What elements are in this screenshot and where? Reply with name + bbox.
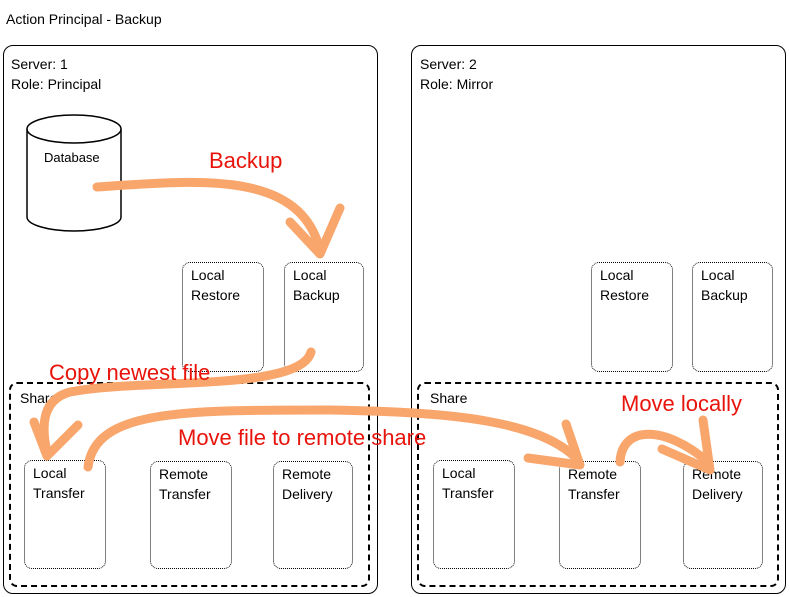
folder-label-line-2: Transfer xyxy=(159,486,211,502)
server-1-local-restore-folder[interactable]: Local Restore xyxy=(182,262,264,372)
folder-label-line-1: Local xyxy=(191,267,225,283)
move-remote-label: Move file to remote share xyxy=(178,425,427,450)
server-1-local-backup-folder[interactable]: Local Backup xyxy=(284,262,364,372)
server-2-remote-transfer-folder[interactable]: Remote Transfer xyxy=(559,461,641,569)
server-2-role: Role: Mirror xyxy=(420,76,494,92)
server-2-local-transfer-folder[interactable]: Local Transfer xyxy=(433,460,515,569)
folder-label-line-2: Restore xyxy=(191,287,241,303)
page-title: Action Principal - Backup xyxy=(6,11,162,27)
move-remote-arrowhead xyxy=(523,419,585,470)
folder-label-line-1: Remote xyxy=(568,466,618,482)
server-2-share-label: Share xyxy=(430,390,468,406)
move-locally-arrow xyxy=(615,429,713,467)
folder-label-line-2: Transfer xyxy=(442,485,494,501)
folder-label-line-2: Transfer xyxy=(33,485,85,501)
folder-label-line-1: Local xyxy=(600,267,634,283)
folder-label-line-1: Remote xyxy=(159,466,209,482)
server-2-local-restore-folder[interactable]: Local Restore xyxy=(591,262,673,372)
backup-arrowhead xyxy=(285,203,345,259)
copy-newest-arrow xyxy=(39,347,316,457)
database-label: Database xyxy=(44,150,100,165)
folder-label-line-1: Local xyxy=(33,465,67,481)
copy-newest-arrowhead xyxy=(29,417,83,461)
copy-newest-label: Copy newest file xyxy=(49,360,211,385)
backup-label: Backup xyxy=(209,148,283,173)
server-2-local-backup-folder[interactable]: Local Backup xyxy=(692,262,773,372)
folder-label-line-2: Backup xyxy=(701,287,748,303)
move-remote-arrow xyxy=(83,405,583,472)
folder-label-line-1: Local xyxy=(293,267,327,283)
folder-label-line-2: Restore xyxy=(600,287,650,303)
server-1-role: Role: Principal xyxy=(11,76,102,92)
server-2-name: Server: 2 xyxy=(420,56,477,72)
server-1-name: Server: 1 xyxy=(11,56,68,72)
folder-label-line-1: Local xyxy=(701,267,735,283)
folder-label-line-2: Delivery xyxy=(282,486,333,502)
server-1-remote-transfer-folder[interactable]: Remote Transfer xyxy=(150,461,232,569)
server-1-panel xyxy=(3,45,378,594)
server-2-share xyxy=(417,382,779,587)
move-locally-label: Move locally xyxy=(621,391,743,416)
server-1-local-transfer-folder[interactable]: Local Transfer xyxy=(24,460,106,569)
backup-arrow xyxy=(92,177,325,255)
server-1-remote-delivery-folder[interactable]: Remote Delivery xyxy=(273,461,353,569)
folder-label-line-2: Transfer xyxy=(568,486,620,502)
move-locally-arrowhead xyxy=(657,415,715,475)
folder-label-line-2: Delivery xyxy=(692,486,743,502)
server-2-panel xyxy=(411,45,786,594)
database-icon xyxy=(26,114,122,232)
folder-label-line-1: Remote xyxy=(282,466,332,482)
folder-label-line-2: Backup xyxy=(293,287,340,303)
folder-label-line-1: Local xyxy=(442,465,476,481)
